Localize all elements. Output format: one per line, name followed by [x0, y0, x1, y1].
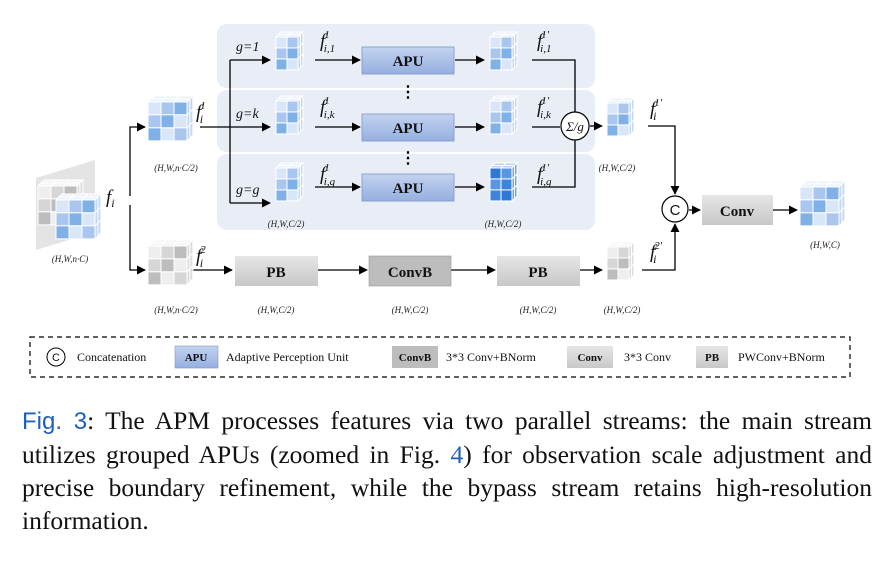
group-g-in-cube	[274, 161, 305, 203]
caption-figure-ref[interactable]: 4	[450, 440, 464, 469]
legend-concat-symbol: C	[52, 352, 60, 364]
group-k-out-cube	[488, 94, 519, 136]
apu-box-1-label: APU	[393, 54, 424, 70]
output-cube	[798, 179, 847, 228]
concat-node	[661, 195, 689, 223]
label-f-i-2p: f2'i	[650, 240, 663, 266]
group-1-out-cube	[488, 30, 519, 72]
convb-box	[368, 255, 452, 287]
arrow-main-to-concat	[648, 125, 680, 195]
label-f-i: fi	[106, 187, 115, 210]
caption-text-1: : The APM processes features via two par…	[22, 406, 872, 469]
line-out-g-to-sum	[532, 140, 576, 188]
legend-pb-key: PB	[705, 352, 720, 364]
legend-pb-text: PWConv+BNorm	[738, 350, 825, 364]
main-split-cube	[146, 94, 195, 143]
dim-group-in: (H,W,C/2)	[268, 219, 305, 229]
pb-box-1-label: PB	[266, 265, 285, 281]
legend-apu-text: Adaptive Perception Unit	[226, 350, 349, 364]
legend-border	[29, 336, 851, 378]
sum-node	[560, 111, 590, 141]
pb-box-2-label: PB	[528, 265, 547, 281]
group-g-out-cube	[488, 161, 519, 203]
legend-convb-text: 3*3 Conv+BNorm	[446, 350, 536, 364]
dim-bypass-split: (H,W,n·C/2)	[154, 305, 197, 315]
apu-box-g	[361, 173, 455, 202]
conv-box-label: Conv	[720, 204, 755, 220]
group-k-in-cube	[274, 94, 305, 136]
figure-caption: Fig. 3: The APM processes features via t…	[22, 404, 872, 537]
bypass-boxes: PB ConvB PB Conv	[235, 195, 773, 287]
arrow-input-to-main	[129, 122, 146, 196]
legend-conv-key: Conv	[577, 352, 603, 364]
label-f-i-1p: f1'i	[650, 97, 663, 123]
group-labels: g=1 g=k g=g	[236, 40, 259, 198]
convb-box-label: ConvB	[388, 265, 432, 281]
apu-boxes: APU APU APU ⋮ ⋮	[361, 46, 455, 202]
feature-cubes	[36, 30, 847, 287]
dim-convb: (H,W,C/2)	[392, 305, 429, 315]
pb-box-2	[497, 256, 580, 286]
legend: C Concatenation APU Adaptive Perception …	[29, 336, 851, 378]
dim-main-split: (H,W,n·C/2)	[154, 163, 197, 173]
group-label-g: g=g	[236, 183, 259, 198]
dim-group-out: (H,W,C/2)	[485, 219, 522, 229]
caption-text-2: ) for observation scale adjustment and p…	[22, 440, 872, 535]
main-out-cube	[605, 96, 636, 138]
group-1-in-cube	[274, 30, 305, 72]
conv-box	[702, 195, 773, 225]
pb-box-1	[235, 256, 318, 286]
connections	[129, 55, 798, 275]
apm-diagram: APU APU APU ⋮ ⋮ g=1 g=k g=g PB ConvB PB …	[29, 24, 851, 378]
legend-concat-icon	[46, 347, 66, 367]
operators: Σ/g C	[560, 111, 689, 223]
legend-conv-text: 3*3 Conv	[624, 350, 671, 364]
legend-pb-swatch	[696, 346, 728, 368]
apu-box-1	[361, 46, 455, 75]
dimension-labels: (H,W,n·C) (H,W,n·C/2) (H,W,n·C/2) (H,W,C…	[52, 163, 840, 315]
caption-label: Fig. 3	[22, 408, 88, 435]
legend-apu-key: APU	[185, 352, 208, 364]
ellipsis-1: ⋮	[400, 84, 416, 101]
sum-node-label: Σ/g	[565, 119, 584, 134]
bypass-out-cube	[605, 240, 636, 282]
input-cube-front	[54, 192, 103, 241]
group-label-1: g=1	[236, 40, 259, 55]
concat-node-label: C	[670, 202, 681, 219]
arrow-bypass-to-concat	[642, 223, 680, 271]
legend-convb-key: ConvB	[399, 352, 432, 364]
ellipsis-2: ⋮	[400, 150, 416, 167]
legend-apu-swatch	[174, 345, 219, 369]
bypass-split-cube	[146, 238, 195, 287]
apu-box-k-label: APU	[393, 121, 424, 137]
dim-main-out: (H,W,C/2)	[599, 163, 636, 173]
arrow-input-to-bypass	[129, 205, 146, 275]
apu-box-g-label: APU	[393, 181, 424, 197]
dim-pb1: (H,W,C/2)	[258, 305, 295, 315]
line-out-1-to-sum	[532, 59, 576, 112]
dim-input: (H,W,n·C)	[52, 254, 88, 264]
legend-conv-swatch	[567, 346, 613, 368]
dim-output: (H,W,C)	[810, 240, 840, 250]
group-label-k: g=k	[236, 107, 259, 122]
legend-convb-swatch	[392, 346, 438, 368]
legend-concat-text: Concatenation	[77, 350, 146, 364]
dim-bypass-out: (H,W,C/2)	[604, 305, 641, 315]
apu-box-k	[361, 113, 455, 142]
dim-pb2: (H,W,C/2)	[520, 305, 557, 315]
